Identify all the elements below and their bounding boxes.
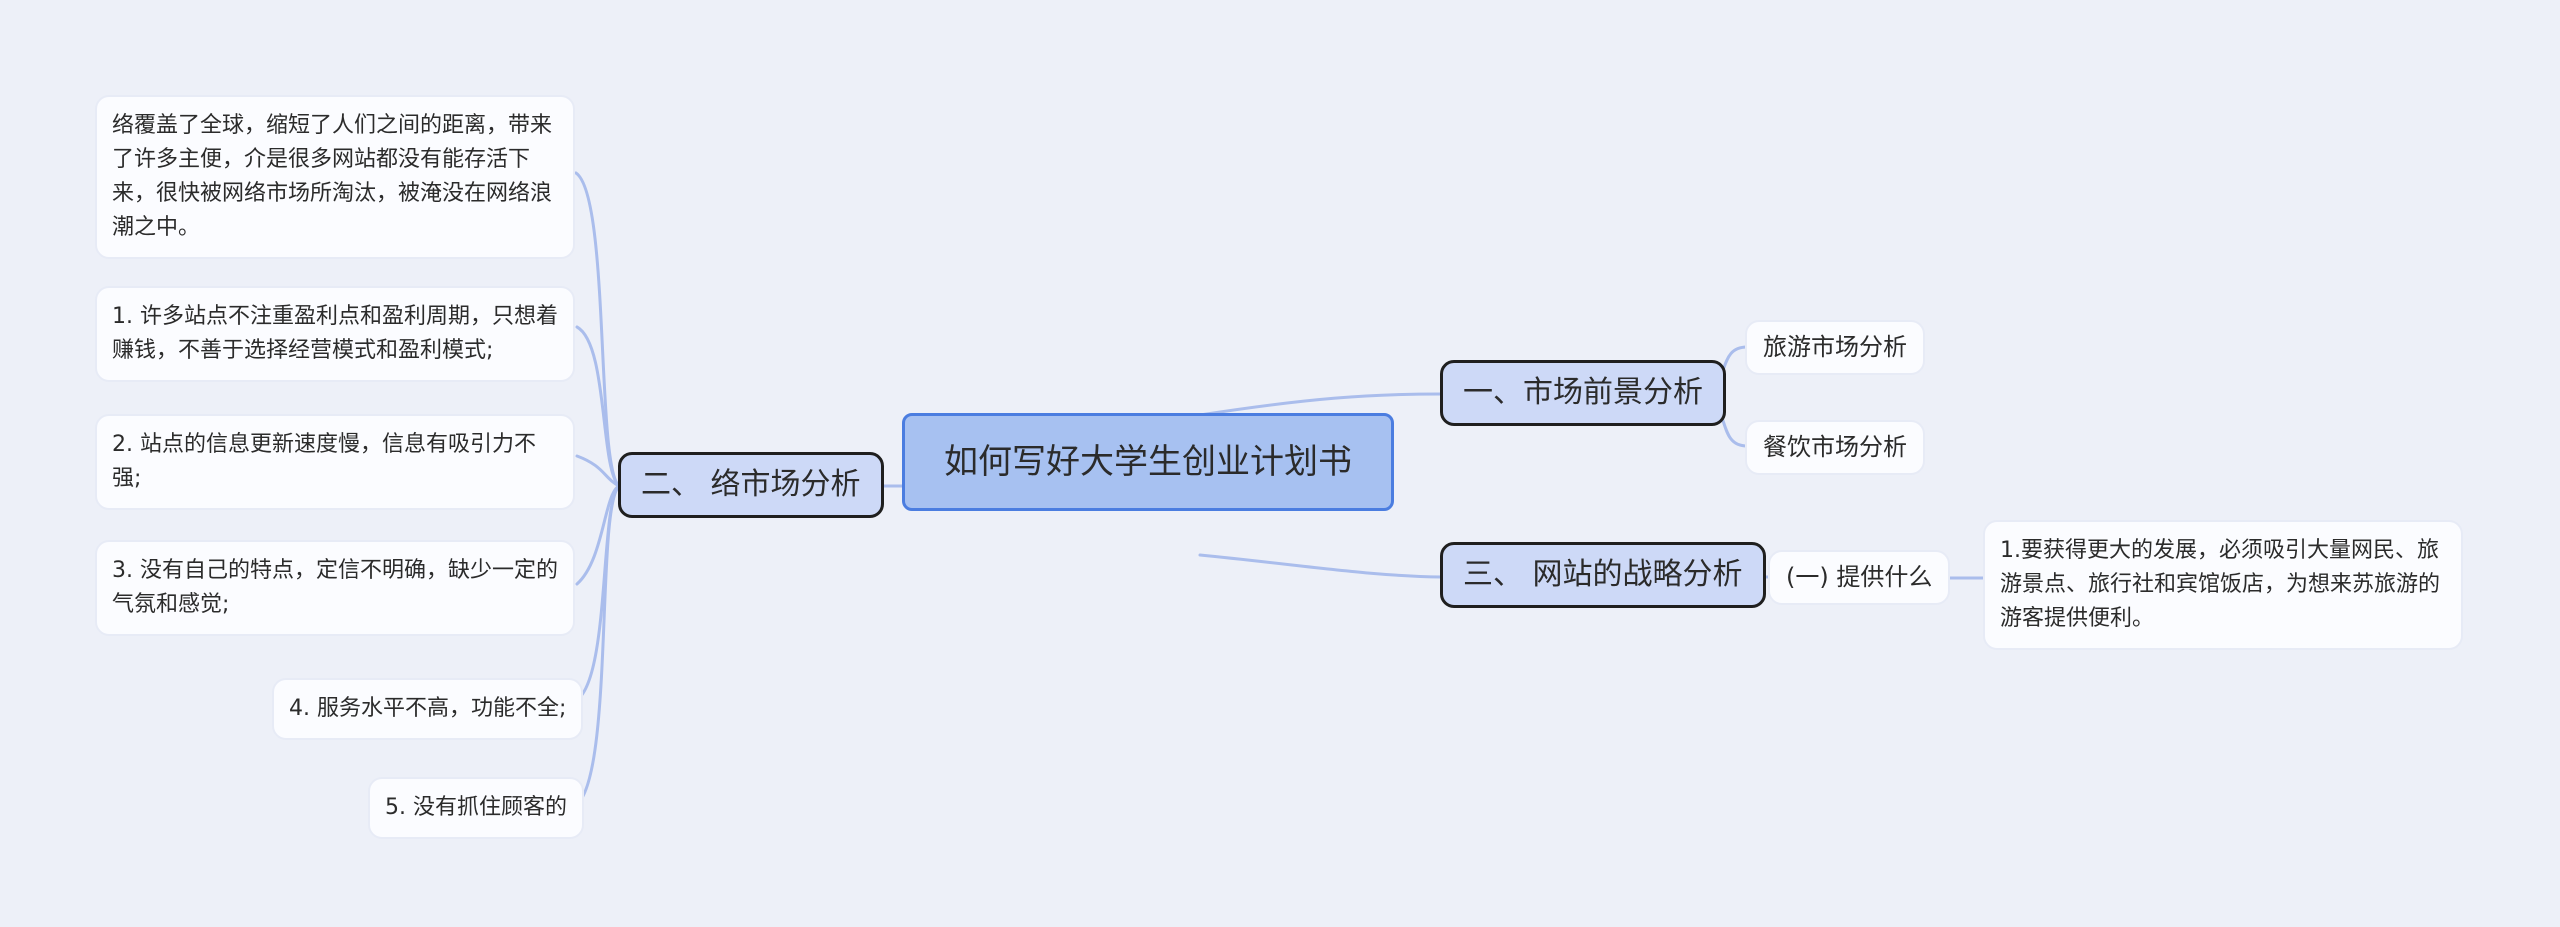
connector-branch2-to-note5 bbox=[575, 484, 621, 702]
note-development-goal[interactable]: 1.要获得更大的发展，必须吸引大量网民、旅游景点、旅行社和宾馆饭店，为想来苏旅游… bbox=[1983, 520, 2463, 650]
branch-node-market-prospect-analysis[interactable]: 一、市场前景分析 bbox=[1440, 360, 1726, 426]
note-point-2[interactable]: 2. 站点的信息更新速度慢，信息有吸引力不强; bbox=[95, 414, 575, 510]
note-point-5[interactable]: 5. 没有抓住顾客的 bbox=[368, 777, 584, 839]
connector-branch2-to-note6 bbox=[573, 484, 621, 808]
note-point-4[interactable]: 4. 服务水平不高，功能不全; bbox=[272, 678, 584, 740]
note-point-1[interactable]: 1. 许多站点不注重盈利点和盈利周期，只想着赚钱，不善于选择经营模式和盈利模式; bbox=[95, 286, 575, 382]
note-network-overview[interactable]: 络覆盖了全球，缩短了人们之间的距离，带来了许多主便，介是很多网站都没有能存活下来… bbox=[95, 95, 575, 259]
connector-root-to-branch3 bbox=[1198, 553, 1444, 579]
note-point-3[interactable]: 3. 没有自己的特点，定信不明确，缺少一定的气氛和感觉; bbox=[95, 540, 575, 636]
connector-branch2-to-note2 bbox=[575, 325, 621, 488]
connector-root-to-branch1 bbox=[1198, 392, 1444, 417]
child-node-tourism-market-analysis[interactable]: 旅游市场分析 bbox=[1745, 320, 1925, 375]
branch-node-website-strategy-analysis[interactable]: 三、 网站的战略分析 bbox=[1440, 542, 1766, 608]
root-topic-node[interactable]: 如何写好大学生创业计划书 bbox=[902, 413, 1394, 511]
child-node-catering-market-analysis[interactable]: 餐饮市场分析 bbox=[1745, 420, 1925, 475]
connector-branch2-to-note3 bbox=[575, 454, 621, 488]
child-node-what-to-provide[interactable]: (一) 提供什么 bbox=[1768, 550, 1951, 605]
branch-node-network-market-analysis[interactable]: 二、 络市场分析 bbox=[618, 452, 884, 518]
